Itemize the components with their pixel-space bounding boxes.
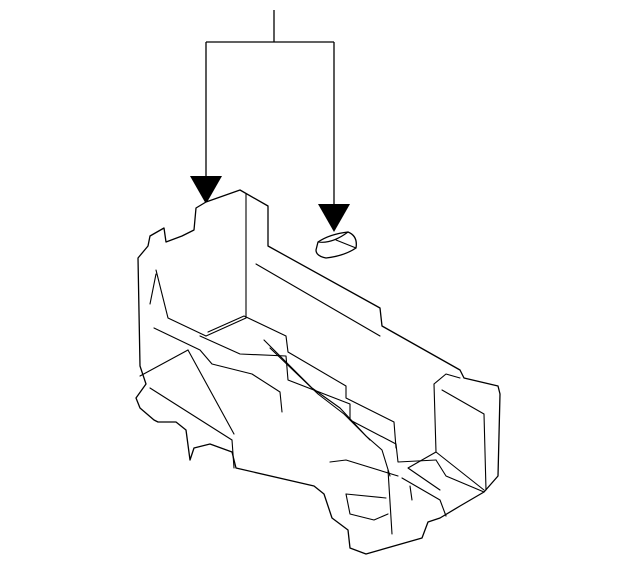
arrowhead-left-icon — [190, 176, 222, 204]
box-housing-icon — [135, 189, 501, 555]
arrowhead-right-icon — [318, 204, 350, 232]
clip-icon — [315, 231, 357, 259]
leader-lines — [190, 10, 350, 232]
